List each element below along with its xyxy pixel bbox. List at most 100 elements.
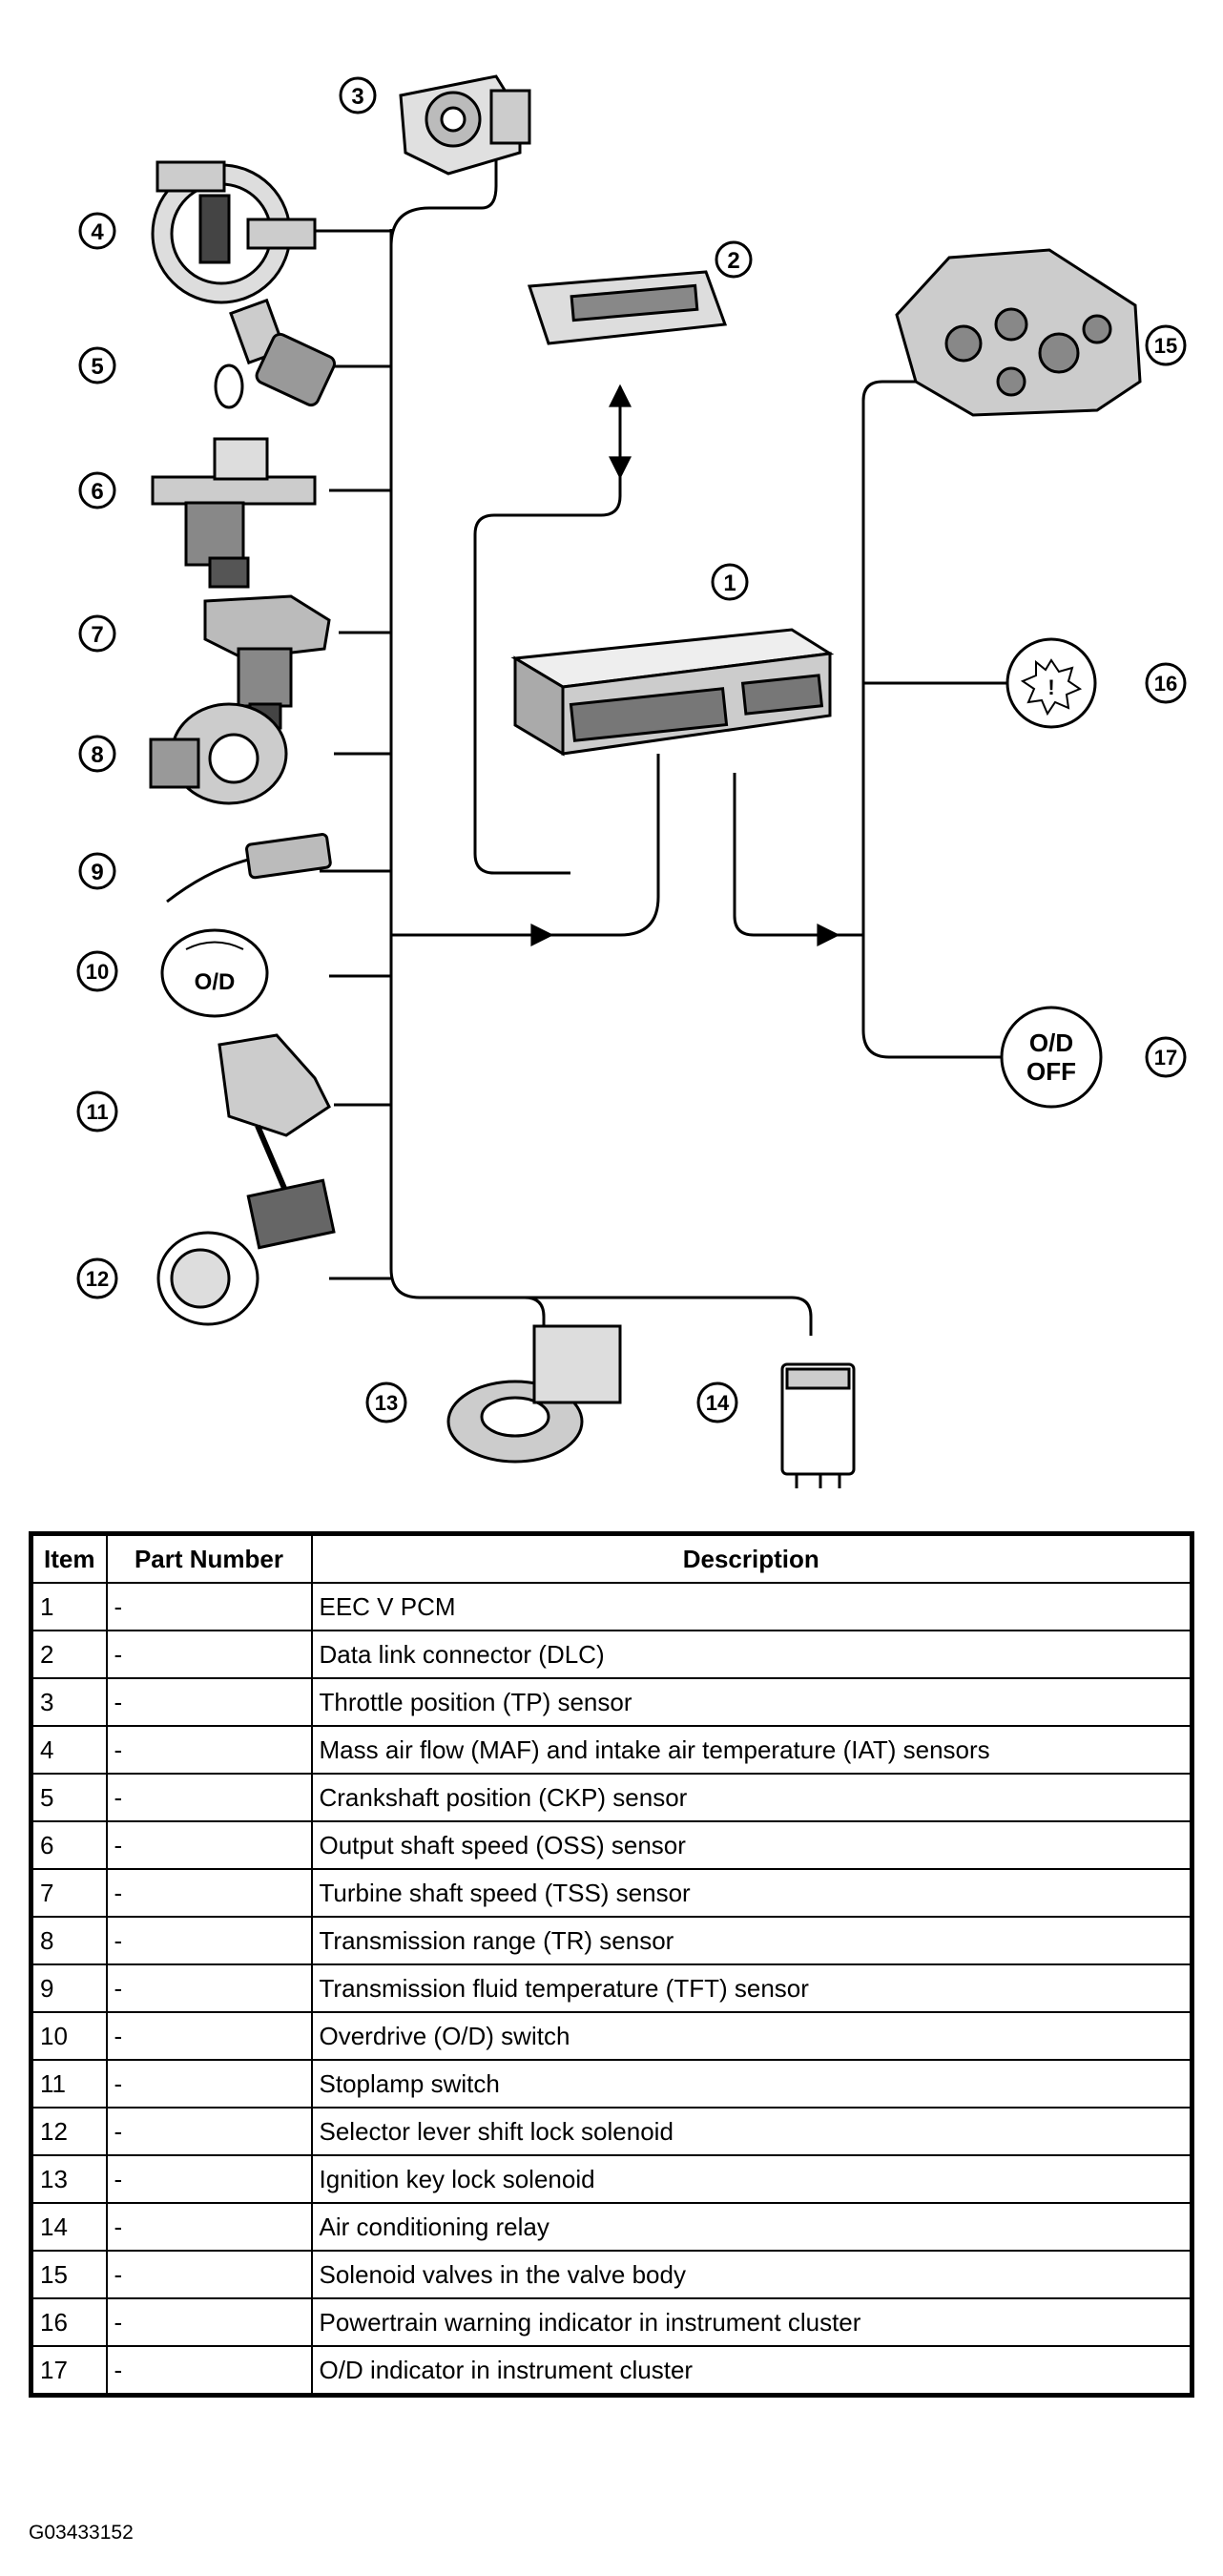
svg-text:!: ! (1047, 675, 1054, 699)
table-row: 3-Throttle position (TP) sensor (30, 1677, 1193, 1727)
description-cell: Transmission range (TR) sensor (310, 1916, 1193, 1965)
description-cell: Transmission fluid temperature (TFT) sen… (310, 1963, 1193, 2013)
table-header-row: Item Part Number Description (30, 1532, 1193, 1584)
table-row: 10-Overdrive (O/D) switch (30, 2011, 1193, 2061)
description-cell: Stoplamp switch (310, 2059, 1193, 2109)
description-cell: O/D indicator in instrument cluster (310, 2345, 1193, 2397)
valve-body-drawing (895, 248, 1142, 417)
part-number-cell: - (105, 1820, 313, 1870)
part-number-cell: - (105, 2202, 313, 2252)
callout-13: 13 (365, 1381, 407, 1423)
tp-sensor-wire (389, 143, 498, 247)
description-cell: Overdrive (O/D) switch (310, 2011, 1193, 2061)
ignition-solenoid-drawing (446, 1324, 622, 1464)
output-bus-vertical (861, 380, 921, 402)
description-cell: Data link connector (DLC) (310, 1630, 1193, 1679)
stoplamp-switch-drawing (218, 1033, 336, 1250)
column-header-part-number: Part Number (105, 1532, 313, 1584)
item-cell: 2 (30, 1630, 108, 1679)
figure-id: G03433152 (29, 2522, 134, 2544)
callout-15: 15 (1145, 324, 1187, 366)
table-row: 9-Transmission fluid temperature (TFT) s… (30, 1963, 1193, 2013)
table-row: 5-Crankshaft position (CKP) sensor (30, 1773, 1193, 1822)
item-cell: 1 (30, 1582, 108, 1631)
svg-text:5: 5 (91, 354, 103, 380)
svg-text:3: 3 (351, 84, 363, 110)
shift-lock-solenoid-drawing (156, 1231, 259, 1326)
svg-text:10: 10 (86, 960, 109, 984)
tr-sensor-drawing (149, 702, 288, 805)
description-cell: Output shaft speed (OSS) sensor (310, 1820, 1193, 1870)
item-cell: 15 (30, 2250, 108, 2299)
callout-3: 3 (339, 76, 377, 114)
item-cell: 13 (30, 2154, 108, 2204)
callout-5: 5 (78, 346, 116, 384)
powertrain-warning-indicator-drawing: ! (1005, 637, 1097, 729)
svg-text:6: 6 (91, 479, 103, 505)
maf-sensor-drawing (151, 160, 317, 304)
table-row: 16-Powertrain warning indicator in instr… (30, 2297, 1193, 2347)
item-cell: 9 (30, 1963, 108, 2013)
part-number-cell: - (105, 1582, 313, 1631)
part-number-cell: - (105, 2250, 313, 2299)
description-cell: Throttle position (TP) sensor (310, 1677, 1193, 1727)
svg-text:2: 2 (727, 248, 739, 274)
part-number-cell: - (105, 2154, 313, 2204)
callout-10: 10 (76, 950, 118, 992)
dlc-link-line (473, 467, 622, 875)
svg-text:11: 11 (86, 1100, 108, 1124)
callout-7: 7 (78, 614, 116, 653)
callout-6: 6 (78, 471, 116, 509)
description-cell: Crankshaft position (CKP) sensor (310, 1773, 1193, 1822)
svg-text:17: 17 (1154, 1046, 1177, 1070)
description-cell: EEC V PCM (310, 1582, 1193, 1631)
callout-8: 8 (78, 735, 116, 773)
callout-17: 17 (1145, 1036, 1187, 1078)
svg-text:14: 14 (706, 1391, 730, 1415)
part-number-cell: - (105, 2059, 313, 2109)
item-cell: 17 (30, 2345, 108, 2397)
item-cell: 3 (30, 1677, 108, 1727)
table-row: 7-Turbine shaft speed (TSS) sensor (30, 1868, 1193, 1918)
callout-4: 4 (78, 212, 116, 250)
svg-text:12: 12 (86, 1267, 109, 1291)
tp-sensor-drawing (399, 74, 531, 176)
description-cell: Turbine shaft speed (TSS) sensor (310, 1868, 1193, 1918)
output-bus-line (733, 773, 863, 937)
item-cell: 14 (30, 2202, 108, 2252)
description-cell: Solenoid valves in the valve body (310, 2250, 1193, 2299)
table-row: 17-O/D indicator in instrument cluster (30, 2345, 1193, 2397)
parts-table: Item Part Number Description 1-EEC V PCM… (29, 1531, 1194, 2398)
part-number-cell: - (105, 1868, 313, 1918)
table-row: 14-Air conditioning relay (30, 2202, 1193, 2252)
svg-text:9: 9 (91, 860, 103, 885)
table-row: 4-Mass air flow (MAF) and intake air tem… (30, 1725, 1193, 1775)
part-number-cell: - (105, 2011, 313, 2061)
part-number-cell: - (105, 2297, 313, 2347)
part-number-cell: - (105, 1725, 313, 1775)
callout-11: 11 (76, 1091, 118, 1132)
item-cell: 6 (30, 1820, 108, 1870)
table-row: 12-Selector lever shift lock solenoid (30, 2107, 1193, 2156)
part-number-cell: - (105, 2345, 313, 2397)
svg-text:16: 16 (1154, 672, 1177, 696)
item-cell: 16 (30, 2297, 108, 2347)
ac-relay-drawing (780, 1362, 856, 1488)
pcm-drawing (510, 628, 835, 757)
svg-text:4: 4 (91, 219, 104, 245)
callout-12: 12 (76, 1257, 118, 1299)
item-cell: 7 (30, 1868, 108, 1918)
callout-1: 1 (711, 563, 749, 601)
svg-text:7: 7 (91, 622, 103, 648)
svg-text:13: 13 (375, 1391, 398, 1415)
svg-text:8: 8 (91, 742, 103, 768)
input-bus-line (389, 229, 546, 1331)
part-number-cell: - (105, 1630, 313, 1679)
od-off-indicator-drawing (1000, 1006, 1103, 1109)
callout-2: 2 (715, 240, 753, 279)
item-cell: 8 (30, 1916, 108, 1965)
table-row: 1-EEC V PCM (30, 1582, 1193, 1631)
item-cell: 5 (30, 1773, 108, 1822)
part-number-cell: - (105, 2107, 313, 2156)
tft-sensor-drawing (166, 833, 332, 904)
